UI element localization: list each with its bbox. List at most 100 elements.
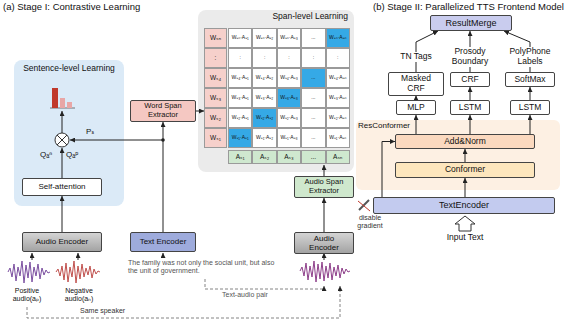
box-text: Conformer (445, 165, 485, 175)
flow-arrow (70, 140, 163, 141)
matrix-cell: ... (301, 28, 325, 48)
matrix-cell: Wₛ₂·Aₛ₁ (228, 108, 252, 128)
encoder-box: Text Encoder (130, 232, 196, 252)
box-text: Text Encoder (140, 237, 187, 246)
matrix-cell: Wₛ₄·Aₛ₁ (228, 68, 252, 88)
input-arrow (455, 216, 475, 231)
connector (470, 115, 471, 134)
layer-box: Masked CRF (388, 72, 444, 96)
flow-arrow (32, 253, 33, 260)
pair-line (27, 286, 340, 318)
matrix-cell: Wₛ₂·Aₛ₂ (252, 108, 276, 128)
layer-box: MLP (396, 100, 436, 115)
waveform (300, 261, 350, 282)
multiply-symbol (55, 133, 69, 147)
extractor-box: Audio Span Extractor (294, 176, 354, 198)
connector (530, 115, 531, 134)
waveform (56, 261, 100, 283)
matrix-cell: Wₛ₁·Aₛ₂ (252, 128, 276, 148)
encoder-box: TextEncoder (373, 197, 555, 214)
box-text: LSTM (459, 103, 482, 113)
column-header: Aₛ₃ (277, 150, 301, 164)
matrix-cell: : (252, 48, 276, 68)
label: (b) Stage II: Parallelized TTS Frontend … (373, 2, 564, 13)
layer-box: SoftMax (505, 72, 555, 87)
matrix-cell: Wₛ₂·Aₛ₃ (277, 108, 301, 128)
box-text: Add&Norm (444, 137, 486, 147)
matrix-cell: : (277, 48, 301, 68)
connector (465, 149, 466, 162)
matrix-cell: ... (301, 108, 325, 128)
label: Negative audio(aₙ) (54, 287, 104, 303)
layer-box: LSTM (510, 100, 550, 115)
flow-arrow (196, 111, 204, 112)
matrix-cell: : (301, 48, 325, 68)
box-text: Audio Encoder (298, 234, 350, 252)
matrix-cell: Wₛ₄·Aₛ₂ (252, 68, 276, 88)
matrix-cell: Wₛₙ·Aₛ₂ (252, 28, 276, 48)
score-bar (60, 98, 65, 108)
label: The family was not only the social unit,… (128, 259, 278, 275)
connector (470, 87, 471, 100)
flow-arrow (163, 253, 164, 258)
connector (62, 196, 63, 232)
matrix-cell: Wₛ₄·Aₛ₃ (277, 68, 301, 88)
edge-label: TN Tags (399, 52, 433, 62)
box-text: TextEncoder (439, 200, 489, 210)
flow-arrow (62, 148, 63, 178)
matrix-cell: Wₛₙ·Aₛ₃ (277, 28, 301, 48)
box-text: Masked CRF (392, 74, 440, 94)
resconformer-region: ResConformerAdd&NormConformer (356, 120, 560, 190)
edge-label: Prosody Boundary (445, 47, 495, 67)
flow-arrow (62, 111, 63, 133)
label: Text-audio pair (222, 291, 268, 299)
matrix-cell: Wₛ₂·Aₛₙ (326, 108, 350, 128)
encoder-box: Audio Encoder (22, 232, 102, 252)
matrix-cell: Wₛ₄·Aₛₙ (326, 68, 350, 88)
matrix-cell: Wₛ₃·Aₛ₁ (228, 88, 252, 108)
box-text: Audio Span Extractor (298, 178, 350, 195)
flow-arrow (78, 253, 79, 260)
label: Qₐᵖ (66, 150, 78, 159)
column-header: Aₛ₁ (228, 150, 252, 164)
matrix-cell: Wₛ₃·Aₛₙ (326, 88, 350, 108)
matrix-cell: ... (301, 128, 325, 148)
row-header: Wₛ₂ (204, 108, 227, 128)
matrix-cell: ... (301, 68, 325, 88)
box-text: Self-attention (38, 182, 85, 191)
column-header: Aₛₙ (326, 150, 350, 164)
region-fill (356, 120, 560, 190)
label: Same speaker (80, 307, 125, 315)
region-title: Sentence-level Learning (14, 64, 124, 74)
flow-arrow (324, 165, 325, 176)
connector (416, 115, 417, 134)
matrix-cell: : (326, 48, 350, 68)
box-text: Word Span Extractor (134, 102, 192, 119)
box-text: ResultMerge (445, 18, 496, 28)
matrix-cell: : (228, 48, 252, 68)
box-text: MLP (407, 103, 424, 113)
box-text: SoftMax (514, 75, 545, 85)
column-header: ... (301, 150, 325, 164)
box-text: LSTM (519, 103, 542, 113)
score-bar (52, 88, 58, 108)
extractor-box: Word Span Extractor (130, 100, 196, 122)
row-header: Wₛ₃ (204, 88, 227, 108)
connector (163, 122, 164, 232)
pair-line (205, 279, 324, 289)
multiply-symbol (57, 135, 67, 145)
matrix-cell: Wₛ₁·Aₛₙ (326, 128, 350, 148)
matrix-cell: Wₛ₁·Aₛ₃ (277, 128, 301, 148)
box-text: Audio Encoder (36, 237, 88, 246)
gradient-icon (359, 200, 369, 210)
connector (324, 198, 325, 232)
region-title: Span-level Learning (272, 12, 348, 22)
score-bar (67, 102, 72, 108)
connector (382, 142, 395, 198)
connector (530, 87, 531, 100)
connector (465, 178, 466, 197)
label: disable gradient (352, 214, 388, 230)
label: Positive audio(aₚ) (4, 287, 50, 303)
matrix-cell: Wₛ₃·Aₛ₂ (252, 88, 276, 108)
column-header: Aₛ₂ (252, 150, 276, 164)
